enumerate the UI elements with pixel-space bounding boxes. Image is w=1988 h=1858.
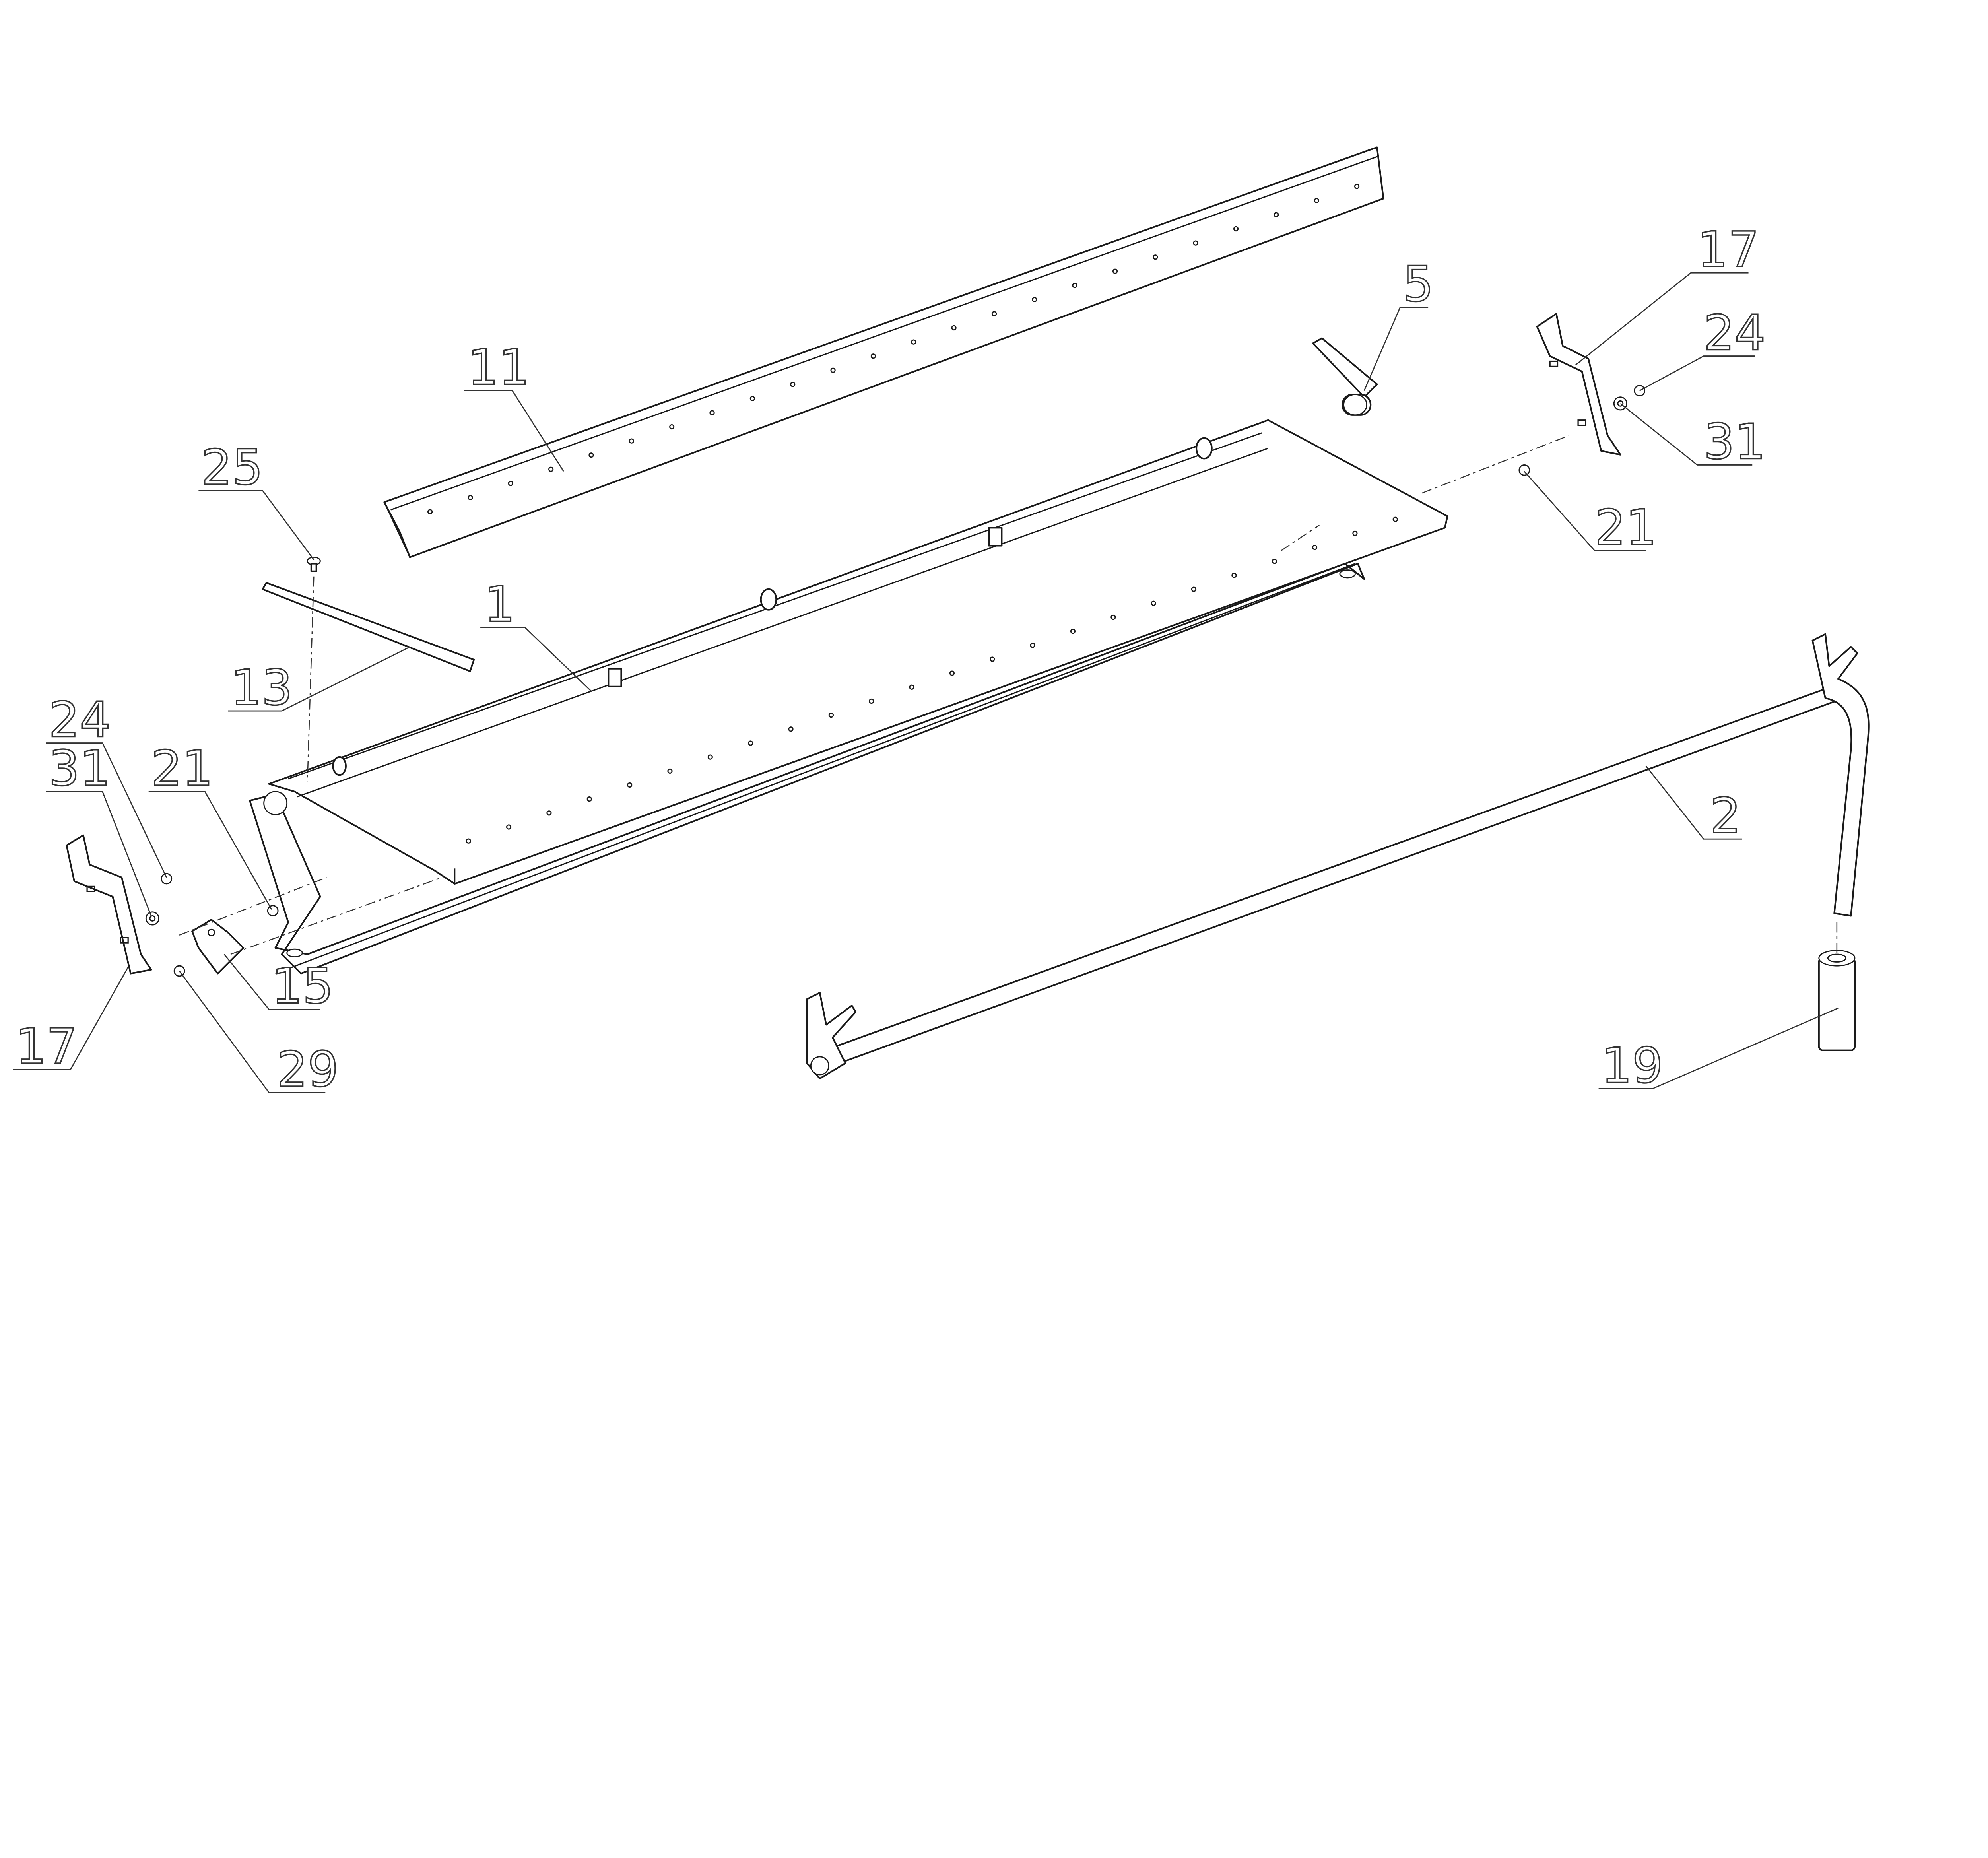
callout-label: 15 [272, 958, 334, 1015]
blade-hole [749, 396, 755, 402]
part-21-left-bolt [267, 905, 279, 916]
callout-11: 11 [464, 338, 564, 472]
part-17-left-bracket [66, 834, 152, 975]
callout-label: 5 [1403, 256, 1434, 313]
callout-label: 25 [201, 439, 263, 496]
frame-hole [990, 656, 995, 662]
frame-hole [1110, 614, 1116, 620]
callout-24-right: 24 [1639, 304, 1766, 391]
callout-2: 2 [1645, 765, 1742, 845]
frame-hole [949, 670, 955, 676]
blade-hole [1112, 268, 1118, 274]
assembly-lines [179, 435, 1838, 955]
blade-hole [870, 353, 876, 359]
frame-hole [1070, 628, 1076, 634]
frame-hole [707, 754, 713, 760]
part-19-pipe [1818, 950, 1856, 1051]
callout-label: 21 [151, 740, 213, 797]
callout-label: 17 [1697, 221, 1759, 278]
callout-5: 5 [1363, 255, 1434, 391]
frame-hole [1030, 643, 1035, 648]
blade-hole [427, 509, 433, 514]
frame-hole [506, 824, 512, 830]
part-21-right-bolt [1518, 464, 1530, 476]
callout-17-right: 17 [1575, 220, 1760, 366]
callout-17-left: 17 [13, 967, 129, 1076]
frame-hole [1392, 516, 1398, 522]
callout-label: 24 [1704, 305, 1766, 361]
blade-hole [830, 367, 836, 373]
frame-hole [869, 698, 874, 704]
frame-hole [586, 796, 592, 802]
callout-24-left: 24 [46, 691, 167, 878]
blade-hole [468, 495, 473, 501]
frame-hole [748, 740, 753, 746]
blade-hole [548, 466, 554, 472]
callout-label: 13 [231, 659, 293, 716]
frame-hole [667, 768, 673, 774]
frame-hole [627, 782, 633, 788]
callout-label: 2 [1710, 787, 1741, 844]
callout-label: 29 [277, 1041, 339, 1098]
callout-21-right: 21 [1524, 471, 1657, 557]
frame-hole [466, 838, 471, 844]
part-13-strip [262, 582, 475, 672]
blade-hole [1032, 297, 1037, 302]
part-2-bar [806, 633, 1870, 1079]
callout-29: 29 [179, 971, 339, 1099]
frame-hole [909, 684, 914, 690]
parts-diagram: 11 25 13 1 24 31 21 17 15 29 5 17 24 31 … [13, 146, 1870, 1099]
frame-hole [828, 713, 834, 718]
callout-19: 19 [1598, 1008, 1839, 1095]
callout-label: 24 [49, 691, 111, 748]
part-17-right-bracket [1536, 313, 1621, 456]
blade-hole [629, 438, 634, 444]
blade-hole [1153, 254, 1158, 260]
part-1-frame [249, 419, 1448, 975]
blade-hole [1072, 283, 1077, 288]
part-11-blade [383, 146, 1384, 558]
part-15-plate [191, 919, 245, 975]
callout-label: 31 [49, 740, 111, 797]
blade-hole [911, 339, 916, 345]
blade-hole [508, 481, 513, 486]
blade-hole [1233, 226, 1239, 232]
blade-hole [790, 382, 796, 387]
callout-25: 25 [198, 438, 315, 560]
blade-hole [588, 452, 594, 458]
blade-hole [1274, 212, 1279, 217]
part-5-bracket [1312, 337, 1378, 416]
blade-hole [669, 424, 675, 430]
callout-label: 11 [468, 339, 530, 396]
callout-31-right: 31 [1620, 403, 1766, 471]
blade-hole [1354, 184, 1360, 189]
frame-hole [546, 810, 552, 816]
callout-21-left: 21 [148, 739, 272, 910]
callout-1: 1 [480, 575, 592, 692]
callouts: 11 25 13 1 24 31 21 17 15 29 5 17 24 31 … [13, 220, 1839, 1099]
callout-label: 17 [16, 1018, 78, 1075]
frame-hole [1151, 600, 1156, 606]
blade-hole [991, 311, 997, 316]
frame-hole [1191, 586, 1197, 592]
part-24-left-nut [161, 873, 173, 885]
part-31-left-washer [145, 911, 159, 926]
frame-hole [1231, 573, 1237, 578]
callout-label: 19 [1601, 1037, 1663, 1094]
callout-13: 13 [228, 646, 410, 717]
frame-hole [1312, 544, 1318, 550]
callout-15: 15 [223, 954, 334, 1015]
callout-label: 31 [1704, 413, 1766, 470]
callout-31-left: 31 [46, 739, 152, 916]
callout-label: 21 [1595, 499, 1657, 556]
frame-hole [1272, 559, 1277, 564]
frame-hole [1352, 530, 1358, 536]
callout-label: 1 [484, 576, 515, 633]
blade-hole [1193, 240, 1198, 246]
blade-hole [951, 325, 957, 331]
blade-hole [709, 410, 715, 415]
blade-hole [1314, 198, 1319, 203]
frame-hole [788, 726, 794, 732]
part-25-screw [307, 556, 321, 572]
